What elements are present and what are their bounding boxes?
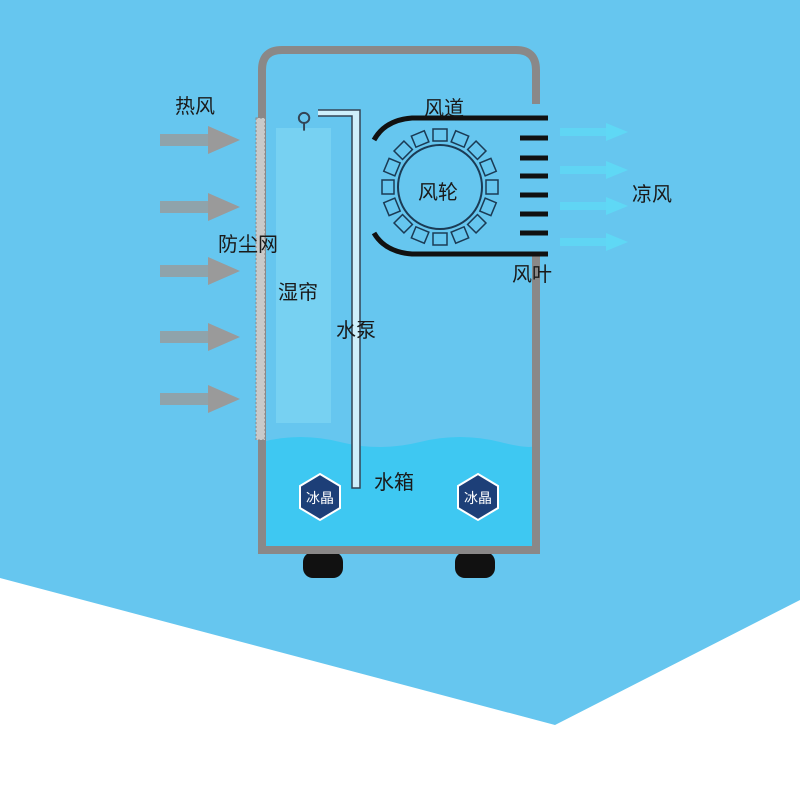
fan-blade-label: 风叶 [512,262,552,286]
dust-net [255,117,266,441]
hot-air-label: 热风 [175,94,215,118]
hot-air-arrow-shaft [160,331,210,343]
air-duct-bottom [371,231,548,257]
fan-blade [392,213,414,235]
fan-blade [466,213,488,235]
fan-blade [450,225,470,245]
hot-air-arrow-head [208,385,240,413]
cool-air-arrow-head [606,233,628,251]
air-duct-label: 风道 [424,96,464,120]
dust-net-label: 防尘网 [218,232,278,256]
cool-air-arrow-shaft [560,238,610,246]
air-duct-top [371,115,548,142]
water-pump-pipe [318,109,361,489]
hot-air-arrow-shaft [160,201,210,213]
vent-blades [520,135,548,236]
fan-hub [397,144,483,230]
fan-blade [432,128,448,142]
hot-air-arrow-head [208,323,240,351]
fan-blade [466,139,488,161]
cool-air-arrow-shaft [560,128,610,136]
wheel-right [455,552,495,578]
water-tank-water [262,437,537,548]
ice-crystal-hexagon-right [457,472,499,522]
wet-curtain [276,128,331,423]
water-pump-label: 水泵 [336,318,376,342]
fan-wheel [381,128,499,246]
hot-air-arrow-shaft [160,134,210,146]
ice-crystal-label-right: 冰晶 [464,491,492,507]
fan-blade [478,197,498,217]
cooler-frame [258,46,540,554]
cool-air-arrow-head [606,161,628,179]
cool-air-arrow-shaft [560,166,610,174]
faucet-icon: ⚲ [296,109,312,134]
fan-blade [485,179,499,195]
cool-air-arrow-shaft [560,202,610,210]
white-background-band [0,578,800,800]
fan-blade [381,179,395,195]
fan-blade [410,129,430,149]
wheel-left [303,552,343,578]
ice-crystal-label-left: 冰晶 [306,491,334,507]
fan-blade [392,139,414,161]
fan-blade [432,232,448,246]
cool-air-label: 凉风 [632,182,672,206]
fan-blade [382,157,402,177]
fan-blade [450,129,470,149]
fan-blade [382,197,402,217]
hot-air-arrow-shaft [160,393,210,405]
ice-crystal-hexagon-left [299,472,341,522]
air-arrows [160,123,628,413]
hot-air-arrow-shaft [160,265,210,277]
water-tank-label: 水箱 [374,470,414,494]
hot-air-arrow-head [208,193,240,221]
hot-air-arrow-head [208,126,240,154]
hot-air-arrow-head [208,257,240,285]
fan-wheel-label: 风轮 [418,180,458,204]
fan-blade [410,225,430,245]
wet-curtain-label: 湿帘 [278,280,318,304]
fan-blade [478,157,498,177]
cool-air-arrow-head [606,197,628,215]
cool-air-arrow-head [606,123,628,141]
